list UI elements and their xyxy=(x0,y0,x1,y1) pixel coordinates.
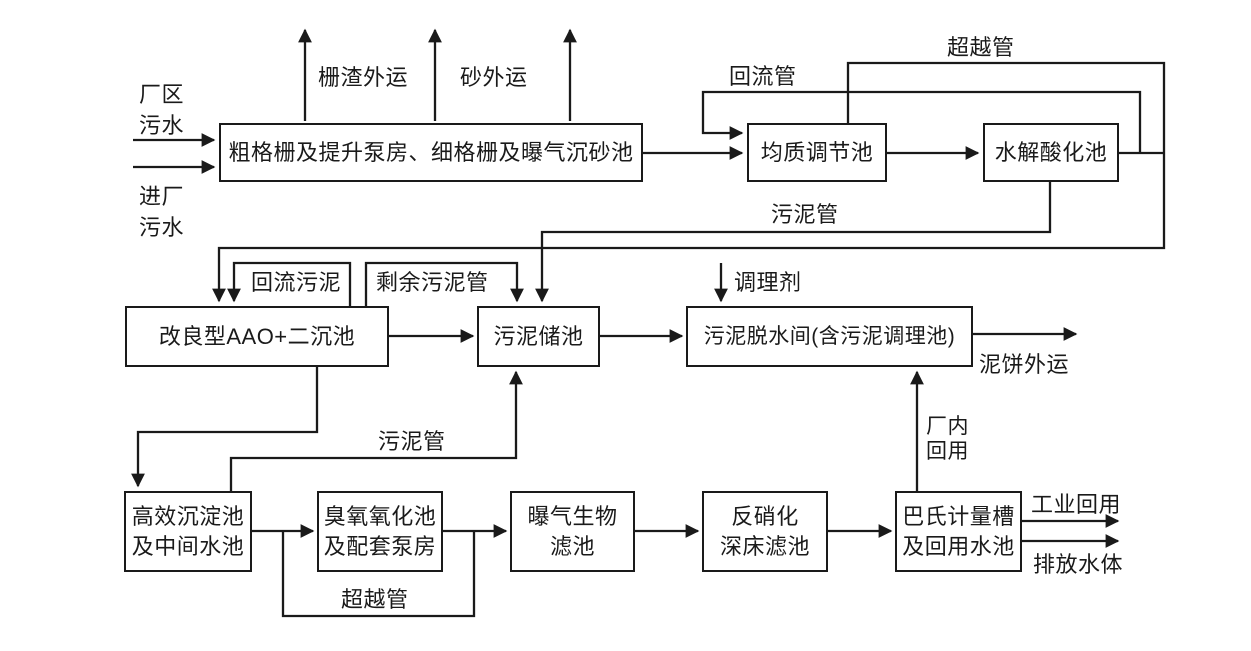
label-line1: 厂区 xyxy=(139,82,185,107)
label-incoming-sewage: 进厂 污水 xyxy=(139,181,184,243)
node-sludge-storage-tank: 污泥储池 xyxy=(477,306,600,367)
line-bypass-top-and-main-drop xyxy=(212,61,1166,303)
label-plant-area-sewage: 厂区 污水 xyxy=(139,79,184,141)
label-conditioner: 调理剂 xyxy=(734,270,802,295)
label-screenings-out: 栅渣外运 xyxy=(318,65,409,90)
label-line1: 进厂 xyxy=(139,184,185,209)
node-ozone-oxidation: 臭氧氧化池 及配套泵房 xyxy=(317,491,443,572)
label-line1: 厂内 xyxy=(926,415,969,438)
label-sludge-pipe-top: 污泥管 xyxy=(771,202,839,227)
node-label-line2: 及回用水池 xyxy=(902,533,1015,559)
line-bypass-bottom xyxy=(281,531,476,618)
node-parshall-flume-reuse-tank: 巴氏计量槽 及回用水池 xyxy=(895,491,1022,572)
node-label-line2: 深床滤池 xyxy=(719,533,810,559)
label-industrial-reuse: 工业回用 xyxy=(1031,492,1122,517)
label-return-pipe: 回流管 xyxy=(729,64,797,89)
node-label-line2: 及中间水池 xyxy=(131,533,245,559)
node-coarse-screen-grit: 粗格栅及提升泵房、细格栅及曝气沉砂池 xyxy=(219,123,643,182)
label-line2: 污水 xyxy=(139,215,185,240)
label-sand-out: 砂外运 xyxy=(460,65,528,90)
line-return-pipe xyxy=(701,90,1142,153)
label-excess-sludge-pipe: 剩余污泥管 xyxy=(376,270,489,295)
node-equalization-tank: 均质调节池 xyxy=(747,123,887,182)
node-label: 污泥储池 xyxy=(493,323,584,349)
label-plant-reuse: 厂内 回用 xyxy=(926,414,969,464)
label-mud-cake-out: 泥饼外运 xyxy=(979,352,1070,377)
node-high-efficiency-sedimentation: 高效沉淀池 及中间水池 xyxy=(124,491,252,572)
line-return-sludge-loop xyxy=(227,261,352,306)
node-label-line1: 巴氏计量槽 xyxy=(902,503,1015,529)
node-hydrolysis-acidification-tank: 水解酸化池 xyxy=(983,123,1119,182)
line-sludge-pipe-sedimentation xyxy=(229,370,523,491)
label-line2: 污水 xyxy=(139,113,185,138)
node-label: 水解酸化池 xyxy=(994,139,1108,165)
node-aao-secondary-clarifier: 改良型AAO+二沉池 xyxy=(125,306,389,367)
node-label-line2: 滤池 xyxy=(549,533,595,559)
label-return-sludge: 回流污泥 xyxy=(251,270,342,295)
node-label: 改良型AAO+二沉池 xyxy=(158,323,356,349)
label-line2: 回用 xyxy=(926,440,969,463)
node-label-line1: 曝气生物 xyxy=(527,503,618,529)
line-sludge-pipe-hydrolysis xyxy=(535,182,1052,303)
node-label-line2: 及配套泵房 xyxy=(323,533,437,559)
node-label: 污泥脱水间(含污泥调理池) xyxy=(703,324,956,348)
node-label: 粗格栅及提升泵房、细格栅及曝气沉砂池 xyxy=(228,139,634,165)
node-biological-aerated-filter: 曝气生物 滤池 xyxy=(510,491,635,572)
node-denitrification-deep-bed-filter: 反硝化 深床滤池 xyxy=(702,491,828,572)
node-label-line1: 高效沉淀池 xyxy=(131,503,245,529)
label-discharge: 排放水体 xyxy=(1033,552,1124,577)
node-label-line1: 反硝化 xyxy=(731,503,799,529)
line-aao-to-sedimentation xyxy=(131,367,319,488)
label-sludge-pipe-mid: 污泥管 xyxy=(378,429,446,454)
node-label: 均质调节池 xyxy=(760,139,874,165)
line-excess-sludge-pipe xyxy=(364,261,524,306)
node-sludge-dewatering-room: 污泥脱水间(含污泥调理池) xyxy=(686,306,973,367)
node-label-line1: 臭氧氧化池 xyxy=(323,503,437,529)
label-bypass-pipe-top: 超越管 xyxy=(947,35,1015,60)
label-bypass-pipe-bottom: 超越管 xyxy=(341,587,409,612)
